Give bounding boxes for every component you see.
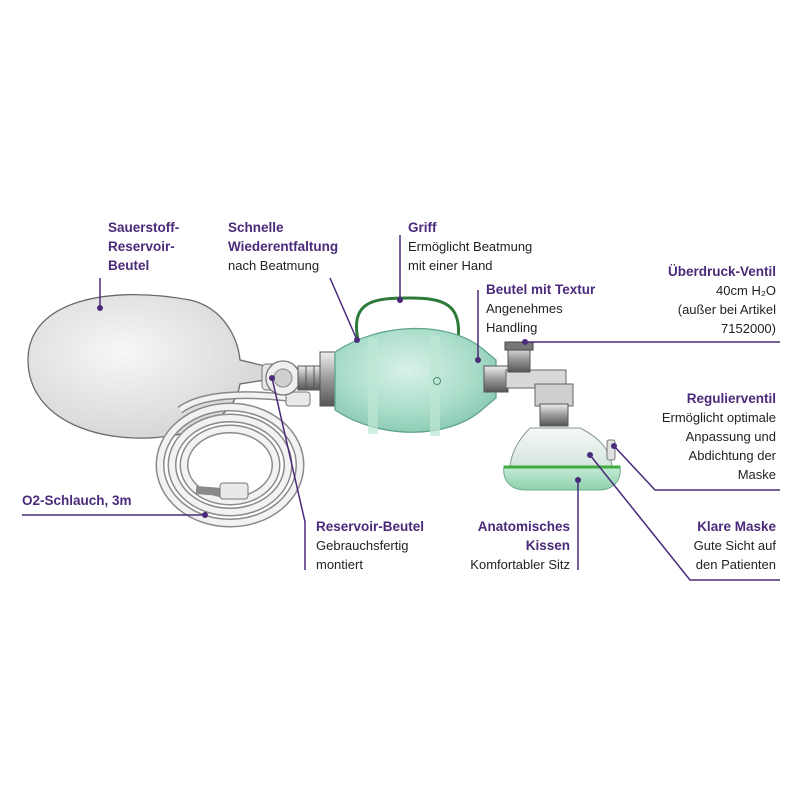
patient-valve bbox=[483, 341, 574, 427]
label-reinflation-title: Schnelle Wiederentfaltung bbox=[228, 220, 339, 254]
label-handle: Griff Ermöglicht Beatmung mit einer Hand bbox=[408, 218, 532, 275]
label-textured-bag-desc: Angenehmes Handling bbox=[486, 301, 563, 335]
leader-clear-mask bbox=[587, 452, 780, 581]
label-clear-mask-title: Klare Maske bbox=[697, 519, 776, 534]
leader-pressure-valve bbox=[522, 339, 780, 345]
label-control-valve-title: Regulierventil bbox=[686, 391, 776, 406]
label-reservoir-mount-title: Reservoir-Beutel bbox=[316, 519, 425, 534]
label-handle-title: Griff bbox=[408, 220, 437, 235]
main-bag bbox=[319, 327, 497, 436]
bag-handle bbox=[355, 296, 461, 341]
label-clear-mask-desc: Gute Sicht auf den Patienten bbox=[693, 538, 776, 572]
label-clear-mask: Klare Maske Gute Sicht auf den Patienten bbox=[694, 517, 776, 574]
label-o2-tube-title: O2-Schlauch, 3m bbox=[22, 493, 132, 508]
face-mask bbox=[503, 427, 621, 491]
label-control-valve-desc: Ermöglicht optimale Anpassung und Abdich… bbox=[661, 410, 776, 482]
label-o2-tube: O2-Schlauch, 3m bbox=[22, 491, 132, 510]
leader-anatomic-cushion bbox=[575, 477, 581, 570]
label-anatomic-cushion-desc: Komfortabler Sitz bbox=[470, 557, 570, 572]
label-reinflation: Schnelle Wiederentfaltung nach Beatmung bbox=[228, 218, 338, 275]
leader-reservoir-bag bbox=[97, 278, 103, 311]
label-anatomic-cushion-title: Anatomisches Kissen bbox=[477, 519, 570, 553]
label-reinflation-desc: nach Beatmung bbox=[228, 258, 320, 273]
label-reservoir-bag: Sauerstoff- Reservoir- Beutel bbox=[108, 218, 179, 275]
o2-tube-coil bbox=[155, 391, 305, 528]
leader-control-valve bbox=[611, 443, 780, 491]
label-control-valve: Regulierventil Ermöglicht optimale Anpas… bbox=[662, 389, 776, 484]
label-anatomic-cushion: Anatomisches Kissen Komfortabler Sitz bbox=[470, 517, 570, 574]
label-handle-desc: Ermöglicht Beatmung mit einer Hand bbox=[408, 239, 533, 273]
label-reservoir-mount: Reservoir-Beutel Gebrauchsfertig montier… bbox=[316, 517, 424, 574]
leader-reservoir-mount bbox=[269, 375, 306, 570]
label-reservoir-bag-title: Sauerstoff- Reservoir- Beutel bbox=[108, 220, 180, 273]
label-textured-bag-title: Beutel mit Textur bbox=[486, 282, 596, 297]
leader-reinflation bbox=[329, 277, 360, 343]
leader-o2-tube bbox=[22, 512, 208, 518]
label-textured-bag: Beutel mit Textur Angenehmes Handling bbox=[486, 280, 595, 337]
label-reservoir-mount-desc: Gebrauchsfertig montiert bbox=[316, 538, 409, 572]
leader-handle bbox=[397, 235, 403, 303]
tube-connector bbox=[219, 391, 311, 500]
leader-textured-bag bbox=[475, 290, 481, 363]
label-pressure-valve: Überdruck-Ventil 40cm H₂O (außer bei Art… bbox=[668, 262, 776, 338]
leader-lines bbox=[22, 235, 780, 581]
label-pressure-valve-desc: 40cm H₂O (außer bei Artikel 7152000) bbox=[677, 283, 776, 336]
reservoir-valve bbox=[261, 360, 327, 396]
label-pressure-valve-title: Überdruck-Ventil bbox=[667, 264, 776, 279]
